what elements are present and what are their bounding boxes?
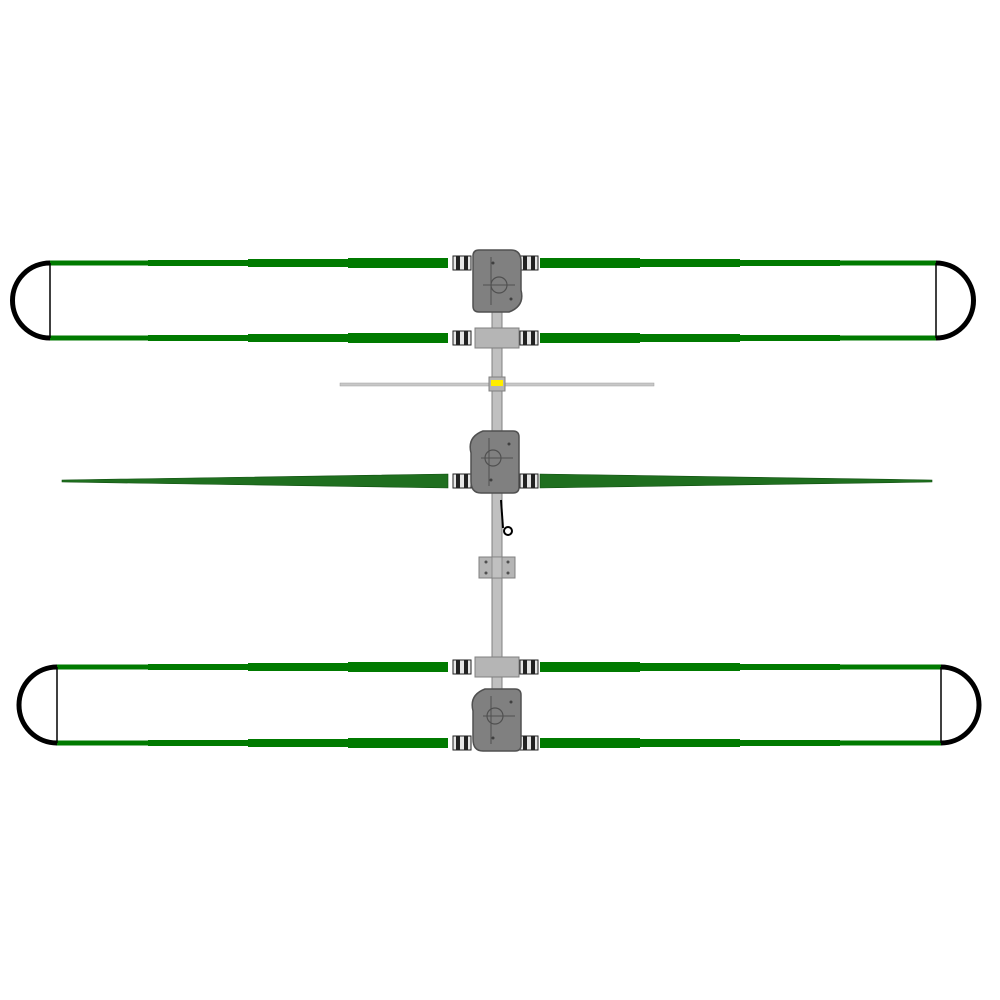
element-segment	[50, 260, 148, 266]
hub-screw	[491, 261, 495, 265]
element-segment	[640, 259, 740, 267]
element-segment	[540, 258, 640, 268]
hub-screw	[507, 442, 511, 446]
element-segment	[740, 664, 840, 670]
element-segment	[248, 663, 348, 671]
element-segment	[540, 738, 640, 748]
connector-band	[464, 331, 468, 345]
connector-band	[531, 736, 535, 750]
connector-band	[464, 736, 468, 750]
connector	[452, 735, 472, 751]
element-segment	[248, 334, 348, 342]
driven-element-right	[539, 473, 933, 489]
connector-band	[531, 256, 535, 270]
element-segment	[148, 664, 248, 670]
connector-band	[531, 660, 535, 674]
connector	[519, 659, 539, 675]
connector-band	[464, 256, 468, 270]
connector-band	[456, 660, 460, 674]
connector	[519, 735, 539, 751]
element-segment	[840, 260, 936, 266]
bracket-bolt	[506, 571, 510, 575]
connector	[452, 473, 472, 489]
element-segment	[348, 333, 448, 343]
element-segment	[248, 739, 348, 747]
connector-band	[456, 736, 460, 750]
connector-band	[523, 736, 527, 750]
element-segment	[248, 259, 348, 267]
connector	[519, 330, 539, 346]
element-segment	[540, 662, 640, 672]
feed-cable-loop	[503, 526, 513, 536]
boom-clamp	[474, 656, 520, 678]
connector	[519, 473, 539, 489]
element-segment	[640, 663, 740, 671]
element-segment	[148, 260, 248, 266]
driven-element-left	[61, 473, 449, 489]
element-segment	[840, 664, 941, 670]
boom-clamp	[474, 327, 520, 349]
driven-element	[61, 430, 933, 494]
connector-band	[456, 256, 460, 270]
hub-housing	[469, 430, 520, 494]
connector-band	[456, 331, 460, 345]
element-segment	[348, 738, 448, 748]
hub-housing	[472, 249, 523, 313]
element-segment	[57, 664, 148, 670]
element-segment	[50, 335, 148, 341]
element-segment	[740, 260, 840, 266]
hub-screw	[489, 478, 493, 482]
element-segment	[348, 662, 448, 672]
element-segment	[148, 335, 248, 341]
loop-end-right	[940, 664, 982, 746]
reflector-loop-front	[16, 656, 982, 752]
connector-band	[464, 474, 468, 488]
loop-end-left	[10, 260, 51, 341]
director-marker	[491, 380, 503, 386]
feed-cable-line	[500, 499, 504, 529]
element-segment	[740, 335, 840, 341]
connector-band	[456, 474, 460, 488]
connector-band	[523, 474, 527, 488]
hub-screw	[491, 736, 495, 740]
element-segment	[840, 740, 941, 746]
bracket-bolt	[506, 560, 510, 564]
connector	[452, 255, 472, 271]
bracket-bolt	[484, 571, 488, 575]
connector-band	[523, 256, 527, 270]
connector-band	[531, 331, 535, 345]
mounting-bracket	[478, 556, 516, 579]
connector-band	[531, 474, 535, 488]
loop-end-right	[935, 260, 976, 341]
director-rod	[339, 376, 655, 392]
hub-screw	[509, 297, 513, 301]
bracket-boom-pass	[491, 556, 503, 579]
element-segment	[840, 335, 936, 341]
feed-cable	[500, 499, 513, 536]
element-segment	[348, 258, 448, 268]
reflector-loop-rear	[10, 249, 976, 349]
connector-band	[523, 660, 527, 674]
element-segment	[640, 334, 740, 342]
connector	[452, 659, 472, 675]
loop-end-left	[16, 664, 58, 746]
element-segment	[640, 739, 740, 747]
element-segment	[148, 740, 248, 746]
bracket-bolt	[484, 560, 488, 564]
hub-housing	[471, 688, 522, 752]
connector-band	[464, 660, 468, 674]
element-segment	[540, 333, 640, 343]
element-segment	[57, 740, 148, 746]
connector	[452, 330, 472, 346]
hub-screw	[509, 700, 513, 704]
element-segment	[740, 740, 840, 746]
connector-band	[523, 331, 527, 345]
connector	[519, 255, 539, 271]
